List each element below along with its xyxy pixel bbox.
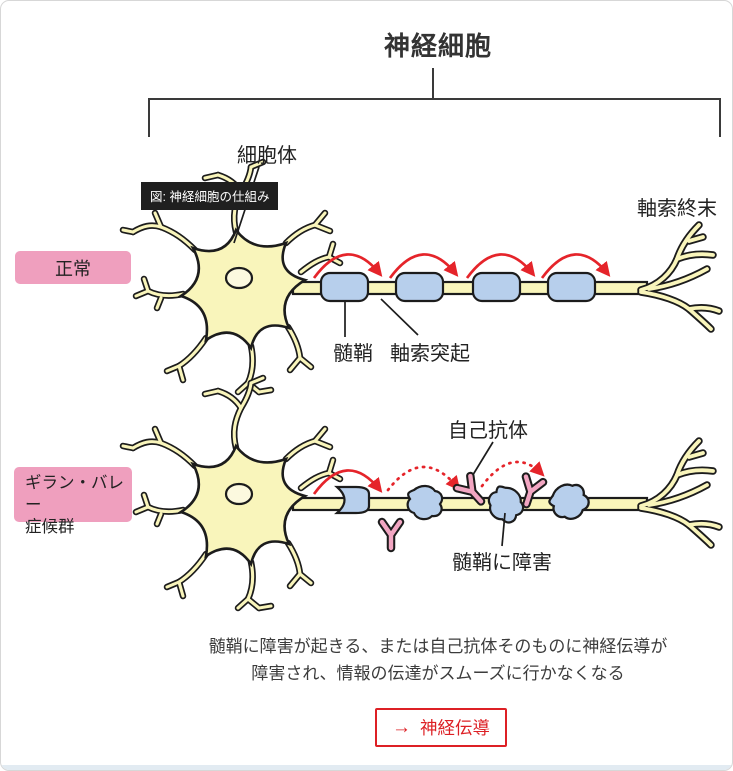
- annotation-myelin: 髄鞘: [333, 343, 373, 365]
- annotation-myelin-damage: 髄鞘に障害: [452, 552, 552, 574]
- conduction-arcs: [312, 253, 611, 279]
- impaired-conduction-arcs: [312, 460, 545, 495]
- axon-terminal-branches: [641, 225, 719, 329]
- nerve-conduction-link-button[interactable]: → 神経伝導: [375, 708, 507, 747]
- leader-myelin-damage: [501, 512, 506, 547]
- neuron-soma: [123, 378, 340, 608]
- row-label-normal: 正常: [15, 251, 131, 284]
- description-line-2: 障害され、情報の伝達がスムーズに行かなくなる: [251, 664, 625, 684]
- description-text: 髄鞘に障害が起きる、または自己抗体そのものに神経伝導が 障害され、情報の伝達がス…: [141, 633, 732, 687]
- annotation-autoantibody: 自己抗体: [448, 420, 528, 442]
- arrow-right-icon: →: [392, 717, 411, 738]
- myelin-segment: [394, 271, 445, 303]
- annotation-cell-body: 細胞体: [237, 145, 297, 167]
- page-title: 神経細胞: [383, 31, 493, 61]
- leader-autoantibody: [470, 441, 494, 479]
- row-label-gbs: ギラン・バレー 症候群: [14, 467, 132, 536]
- normal-neuron-diagram: [123, 162, 719, 392]
- damaged-myelin-segment: [334, 485, 371, 515]
- damaged-myelin-segment: [406, 484, 444, 521]
- damaged-myelin-segment: [543, 476, 595, 527]
- leader-axon-process: [380, 298, 419, 336]
- bottom-divider: [2, 765, 731, 770]
- axon-terminal-branches: [641, 441, 719, 545]
- figure-caption-badge: 図: 神経細胞の仕組み: [141, 182, 279, 210]
- annotation-axon-process: 軸索突起: [390, 343, 470, 365]
- myelin-segment: [471, 271, 522, 303]
- description-line-1: 髄鞘に障害が起きる、または自己抗体そのものに神経伝導が: [208, 637, 668, 656]
- annotation-axon-terminal: 軸索終末: [637, 198, 717, 220]
- myelin-segment: [546, 271, 597, 303]
- nerve-conduction-link-label: 神経伝導: [420, 718, 490, 738]
- antibody-icon: [382, 522, 400, 548]
- title-bracket: [148, 68, 721, 137]
- gbs-neuron-diagram: [123, 378, 719, 608]
- myelin-segment: [319, 271, 370, 303]
